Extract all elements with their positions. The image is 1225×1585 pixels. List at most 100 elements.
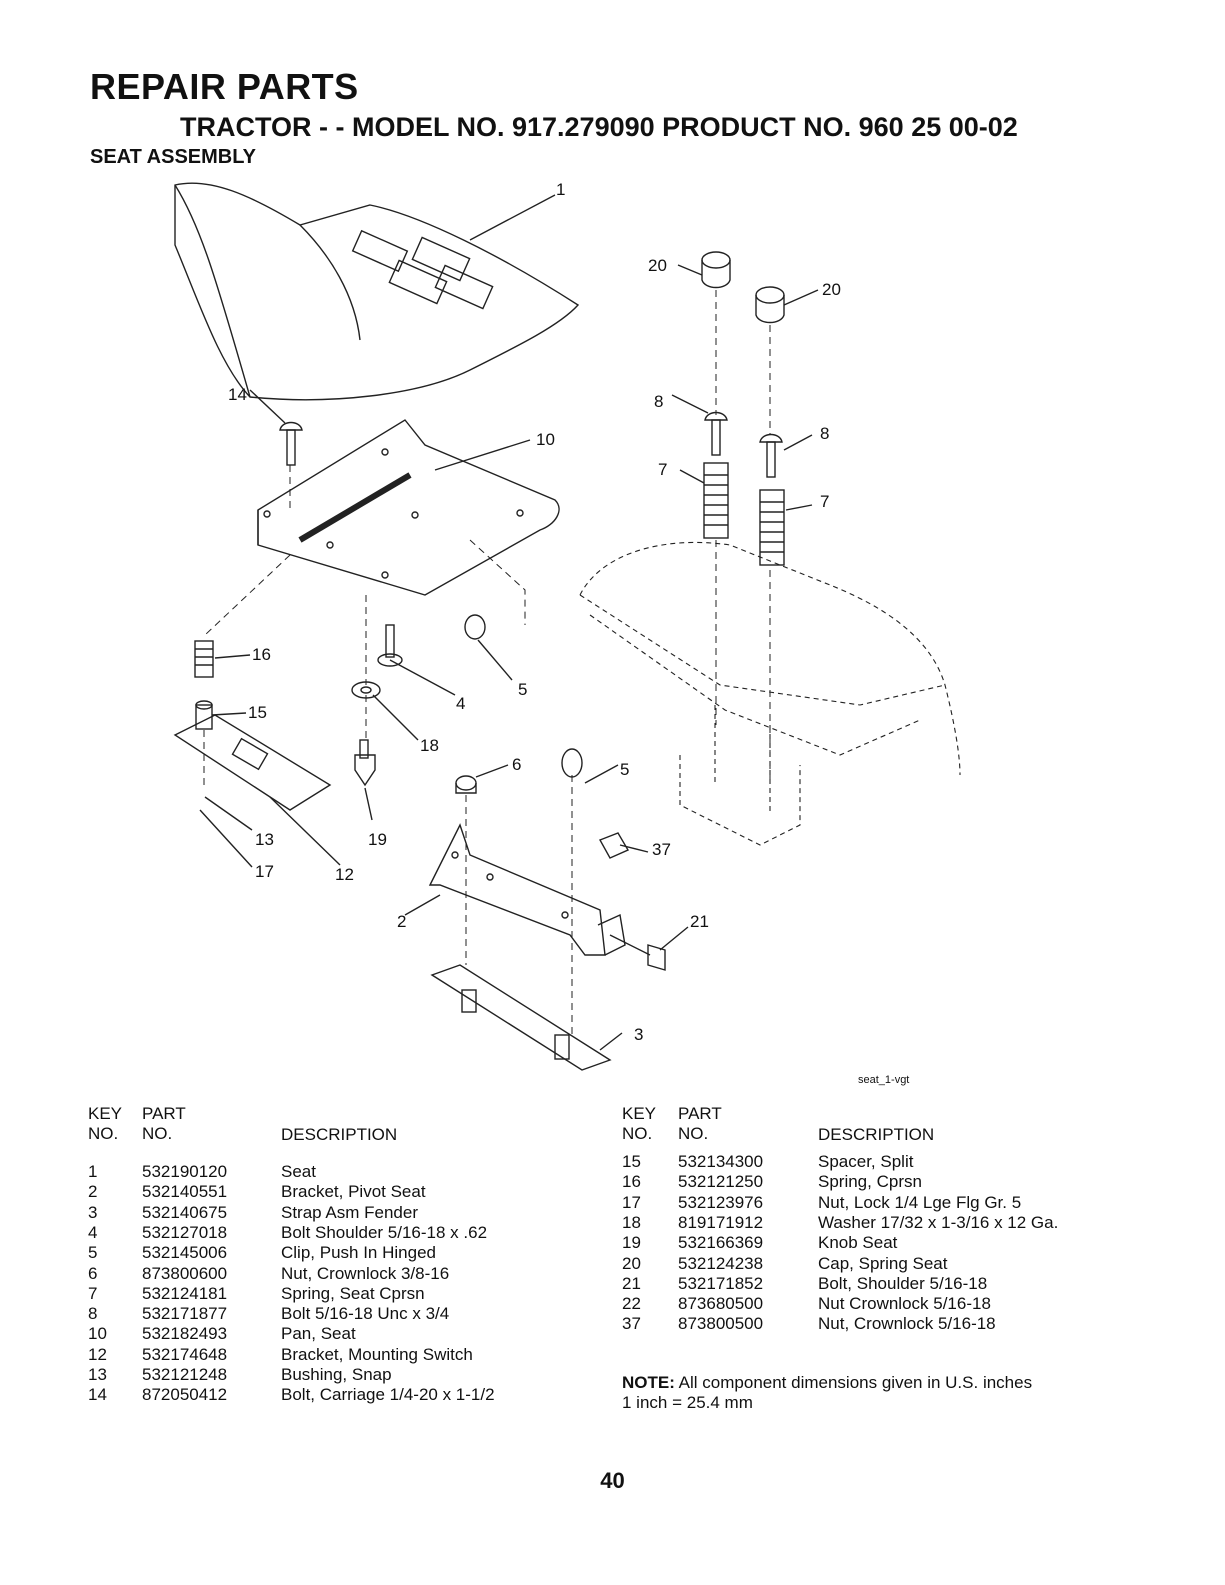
cell-part: 532145006 xyxy=(142,1243,228,1263)
cell-key: 18 xyxy=(622,1212,641,1232)
cell-part: 532134300 xyxy=(678,1152,764,1171)
cell-part: 532127018 xyxy=(142,1222,228,1242)
cell-part: 532171877 xyxy=(142,1304,228,1324)
cell-desc: Bracket, Pivot Seat xyxy=(281,1182,426,1202)
cell-part: 873800600 xyxy=(142,1263,228,1283)
cell-key: 17 xyxy=(622,1192,641,1212)
cell-part: 819171912 xyxy=(678,1212,764,1232)
cell-part: 532140675 xyxy=(142,1202,228,1222)
cell-part: 872050412 xyxy=(142,1385,228,1405)
callout-10: 10 xyxy=(536,430,555,449)
header-key: KEY NO. xyxy=(622,1104,657,1144)
spring-part xyxy=(703,462,785,566)
callout-12: 12 xyxy=(335,865,354,884)
header-description: DESCRIPTION xyxy=(818,1125,935,1144)
callout-19: 19 xyxy=(368,830,387,849)
cell-desc: Clip, Push In Hinged xyxy=(281,1243,436,1263)
cell-key: 6 xyxy=(88,1263,98,1283)
cell-desc: Bolt 5/16-18 Unc x 3/4 xyxy=(281,1304,450,1324)
cell-part: 873680500 xyxy=(678,1294,764,1314)
callout-7b: 7 xyxy=(820,492,829,511)
cell-key: 4 xyxy=(88,1222,98,1242)
cell-part: 532174648 xyxy=(142,1344,228,1364)
cell-desc: Knob Seat xyxy=(818,1233,898,1253)
figure-id: seat_1-vgt xyxy=(858,1074,910,1086)
cell-part: 532124238 xyxy=(678,1253,764,1273)
seat-pan-part xyxy=(257,419,560,596)
cell-desc: Cap, Spring Seat xyxy=(818,1253,948,1273)
callout-20b: 20 xyxy=(822,280,841,299)
cell-key: 13 xyxy=(88,1365,107,1384)
callout-8a: 8 xyxy=(654,392,663,411)
cell-part: 532166369 xyxy=(678,1233,764,1253)
cell-desc: Bushing, Snap xyxy=(281,1365,392,1384)
header-part: PART NO. xyxy=(678,1104,722,1144)
cell-key: 10 xyxy=(88,1324,107,1344)
callout-21: 21 xyxy=(690,912,709,931)
callout-2: 2 xyxy=(397,912,406,931)
callout-3: 3 xyxy=(634,1025,643,1044)
cell-desc: Nut, Crownlock 3/8-16 xyxy=(281,1263,450,1283)
cell-desc: Seat xyxy=(281,1162,316,1181)
callout-5a: 5 xyxy=(518,680,527,699)
callout-37: 37 xyxy=(652,840,671,859)
callout-1: 1 xyxy=(556,180,565,199)
cell-key: 8 xyxy=(88,1304,98,1324)
dimension-note: NOTE: All component dimensions given in … xyxy=(622,1373,1032,1413)
note-conversion: 1 inch = 25.4 mm xyxy=(622,1393,753,1412)
callout-18: 18 xyxy=(420,736,439,755)
callout-8b: 8 xyxy=(820,424,829,443)
callout-4: 4 xyxy=(456,694,465,713)
cell-key: 22 xyxy=(622,1294,641,1314)
header-key: KEY NO. xyxy=(88,1104,123,1144)
note-text: All component dimensions given in U.S. i… xyxy=(674,1373,1033,1392)
callout-5b: 5 xyxy=(620,760,629,779)
header-part: PART NO. xyxy=(142,1104,186,1144)
cell-key: 21 xyxy=(622,1273,641,1293)
cell-desc: Nut, Crownlock 5/16-18 xyxy=(818,1314,996,1334)
page-number: 40 xyxy=(600,1468,625,1493)
cell-part: 532121248 xyxy=(142,1365,228,1384)
cell-part: 532123976 xyxy=(678,1192,764,1212)
header-description: DESCRIPTION xyxy=(281,1125,398,1144)
cell-key: 3 xyxy=(88,1202,98,1222)
page-title: REPAIR PARTS xyxy=(90,66,359,107)
cell-key: 20 xyxy=(622,1253,641,1273)
callout-7a: 7 xyxy=(658,460,667,479)
exploded-parts-diagram: 1 14 10 20 8 20 8 7 7 16 15 4 5 18 6 5 1… xyxy=(173,180,961,1071)
note-label: NOTE: xyxy=(622,1373,675,1392)
cell-part: 532121250 xyxy=(678,1172,764,1192)
callout-6: 6 xyxy=(512,755,521,774)
cell-desc: Spring, Cprsn xyxy=(818,1172,922,1192)
cell-part: 532140551 xyxy=(142,1182,228,1202)
cell-desc: Nut, Lock 1/4 Lge Flg Gr. 5 xyxy=(818,1192,1022,1212)
callout-15: 15 xyxy=(248,703,267,722)
cell-key: 12 xyxy=(88,1344,107,1364)
cell-desc: Washer 17/32 x 1-3/16 x 12 Ga. xyxy=(818,1212,1059,1232)
cell-key: 16 xyxy=(622,1172,641,1192)
callout-13: 13 xyxy=(255,830,274,849)
cell-part: 532190120 xyxy=(142,1162,228,1181)
cell-desc: Spacer, Split xyxy=(818,1152,914,1171)
cell-desc: Pan, Seat xyxy=(281,1324,356,1344)
seat-part xyxy=(174,182,580,401)
cell-desc: Nut Crownlock 5/16-18 xyxy=(818,1294,991,1314)
cell-desc: Spring, Seat Cprsn xyxy=(281,1283,425,1303)
cell-key: 19 xyxy=(622,1233,641,1253)
cell-key: 14 xyxy=(88,1385,107,1405)
cell-key: 1 xyxy=(88,1162,98,1181)
cell-key: 37 xyxy=(622,1314,641,1334)
cell-part: 532124181 xyxy=(142,1283,228,1303)
cell-desc: Strap Asm Fender xyxy=(281,1202,419,1222)
cell-key: 5 xyxy=(88,1243,98,1263)
callout-14: 14 xyxy=(228,385,247,404)
fender-outline xyxy=(579,541,961,846)
callout-20a: 20 xyxy=(648,256,667,275)
cell-key: 2 xyxy=(88,1182,98,1202)
cell-part: 532182493 xyxy=(142,1324,228,1344)
callout-16: 16 xyxy=(252,645,271,664)
model-subtitle: TRACTOR - - MODEL NO. 917.279090 PRODUCT… xyxy=(180,112,1018,142)
cell-key: 7 xyxy=(88,1283,98,1303)
callout-17: 17 xyxy=(255,862,274,881)
